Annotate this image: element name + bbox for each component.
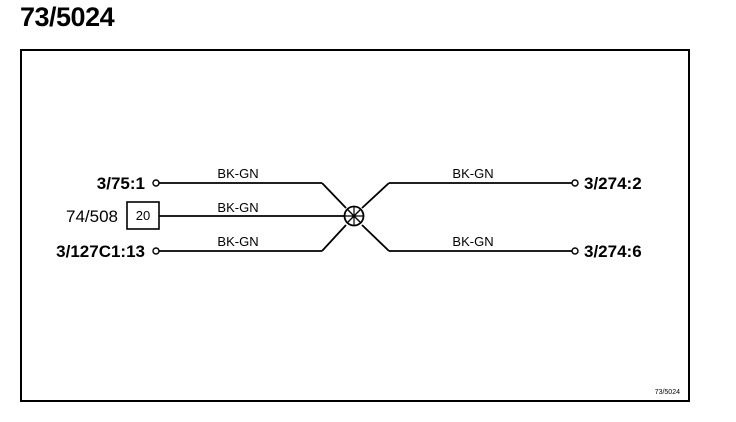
wire-right-top: [361, 182, 572, 209]
terminal-right-bottom-icon[interactable]: [571, 247, 579, 255]
wire-left-top: [159, 182, 347, 209]
wire-color-left-top: BK-GN: [217, 166, 258, 181]
diagram-frame: [20, 49, 690, 402]
splice-node-icon[interactable]: [343, 205, 365, 227]
connector-label-left-bottom: 3/127C1:13: [56, 242, 145, 261]
connector-label-right-bottom: 3/274:6: [584, 242, 642, 261]
wire-color-right-top: BK-GN: [452, 166, 493, 181]
connector-label-right-top: 3/274:2: [584, 174, 642, 193]
wire-color-left-bottom: BK-GN: [217, 234, 258, 249]
terminal-left-top-icon[interactable]: [152, 179, 160, 187]
footer-diagram-id: 73/5024: [655, 389, 680, 396]
connector-label-left-middle: 74/508: [66, 207, 118, 226]
connector-label-left-top: 3/75:1: [97, 174, 145, 193]
terminal-right-top-icon[interactable]: [571, 179, 579, 187]
connector-pin-box[interactable]: [126, 201, 160, 230]
page-title: 73/5024: [20, 2, 115, 32]
terminal-left-bottom-icon[interactable]: [152, 247, 160, 255]
wire-color-left-middle: BK-GN: [217, 200, 258, 215]
wire-right-bottom: [361, 224, 572, 252]
connector-pin-number: 20: [136, 208, 150, 223]
wire-color-right-bottom: BK-GN: [452, 234, 493, 249]
wire-left-bottom: [159, 224, 347, 252]
